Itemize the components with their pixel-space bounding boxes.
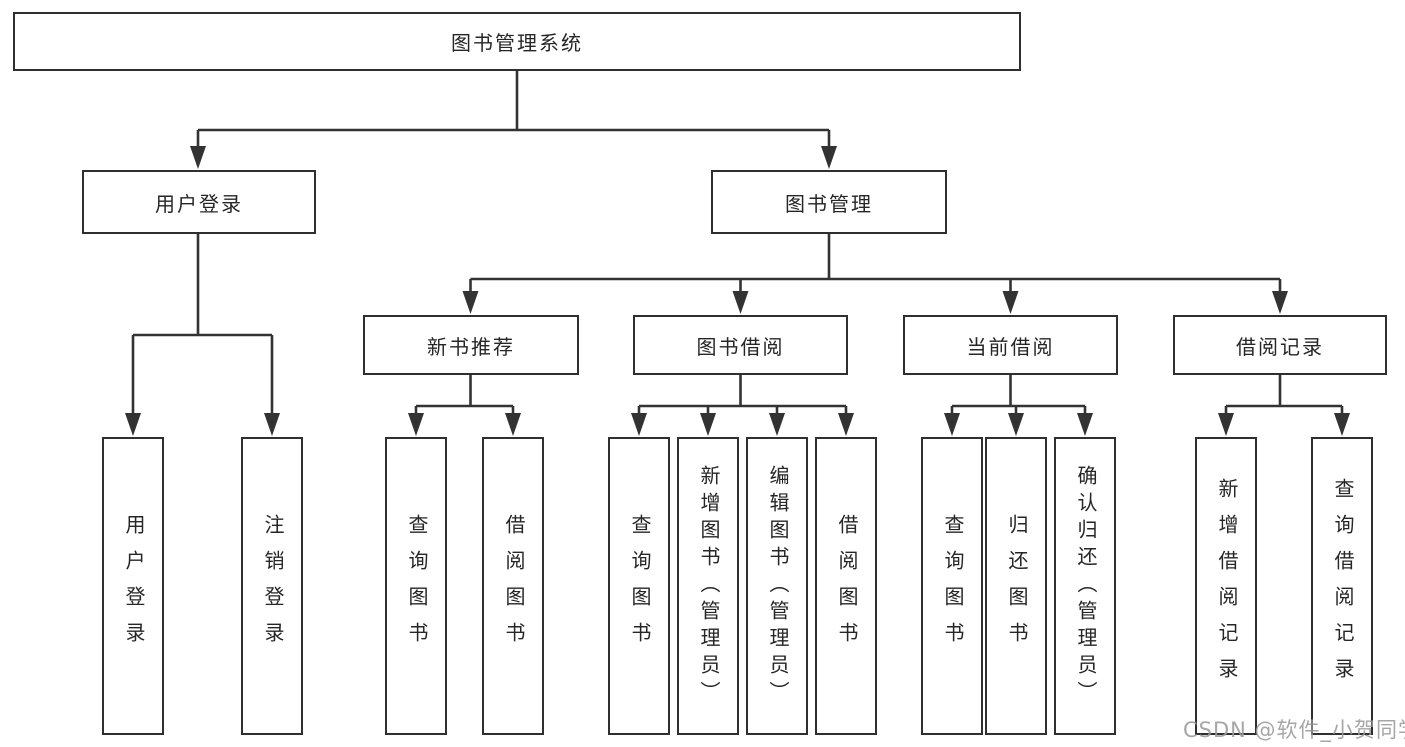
node-user-login: 用户登录 (82, 170, 316, 234)
node-leaf-confirm-return-admin: 确认归还（管理员） (1054, 437, 1116, 735)
node-leaf-query-books-borrow: 查询图书 (608, 437, 670, 735)
node-borrow-records: 借阅记录 (1173, 315, 1387, 375)
connector-book-management-children (462, 234, 1288, 314)
node-leaf-borrow-books-recommend: 借阅图书 (482, 437, 544, 735)
connector-current-borrow-children (944, 375, 1093, 436)
node-leaf-add-borrow-record: 新增借阅记录 (1195, 437, 1257, 735)
node-leaf-query-borrow-record: 查询借阅记录 (1311, 437, 1373, 735)
connector-user-login-children (125, 234, 280, 436)
node-book-borrow: 图书借阅 (633, 315, 848, 375)
node-library-system: 图书管理系统 (13, 12, 1021, 71)
node-new-book-recommend: 新书推荐 (363, 315, 579, 375)
connector-root-to-level2 (190, 70, 837, 169)
node-leaf-query-books-recommend: 查询图书 (385, 437, 447, 735)
node-leaf-borrow-books: 借阅图书 (815, 437, 877, 735)
connector-new-book-children (408, 375, 521, 436)
node-leaf-query-books-current: 查询图书 (921, 437, 983, 735)
node-leaf-add-books-admin: 新增图书（管理员） (677, 437, 739, 735)
node-current-borrow: 当前借阅 (903, 315, 1118, 375)
connector-borrow-records-children (1218, 375, 1350, 436)
node-leaf-logout: 注销登录 (241, 437, 303, 735)
node-book-management: 图书管理 (711, 170, 947, 234)
csdn-watermark: CSDN @软件_小贺同学 (1183, 718, 1405, 742)
node-leaf-user-login: 用户登录 (102, 437, 164, 735)
node-leaf-edit-books-admin: 编辑图书（管理员） (746, 437, 808, 735)
node-leaf-return-books: 归还图书 (985, 437, 1047, 735)
connector-book-borrow-children (631, 375, 854, 436)
